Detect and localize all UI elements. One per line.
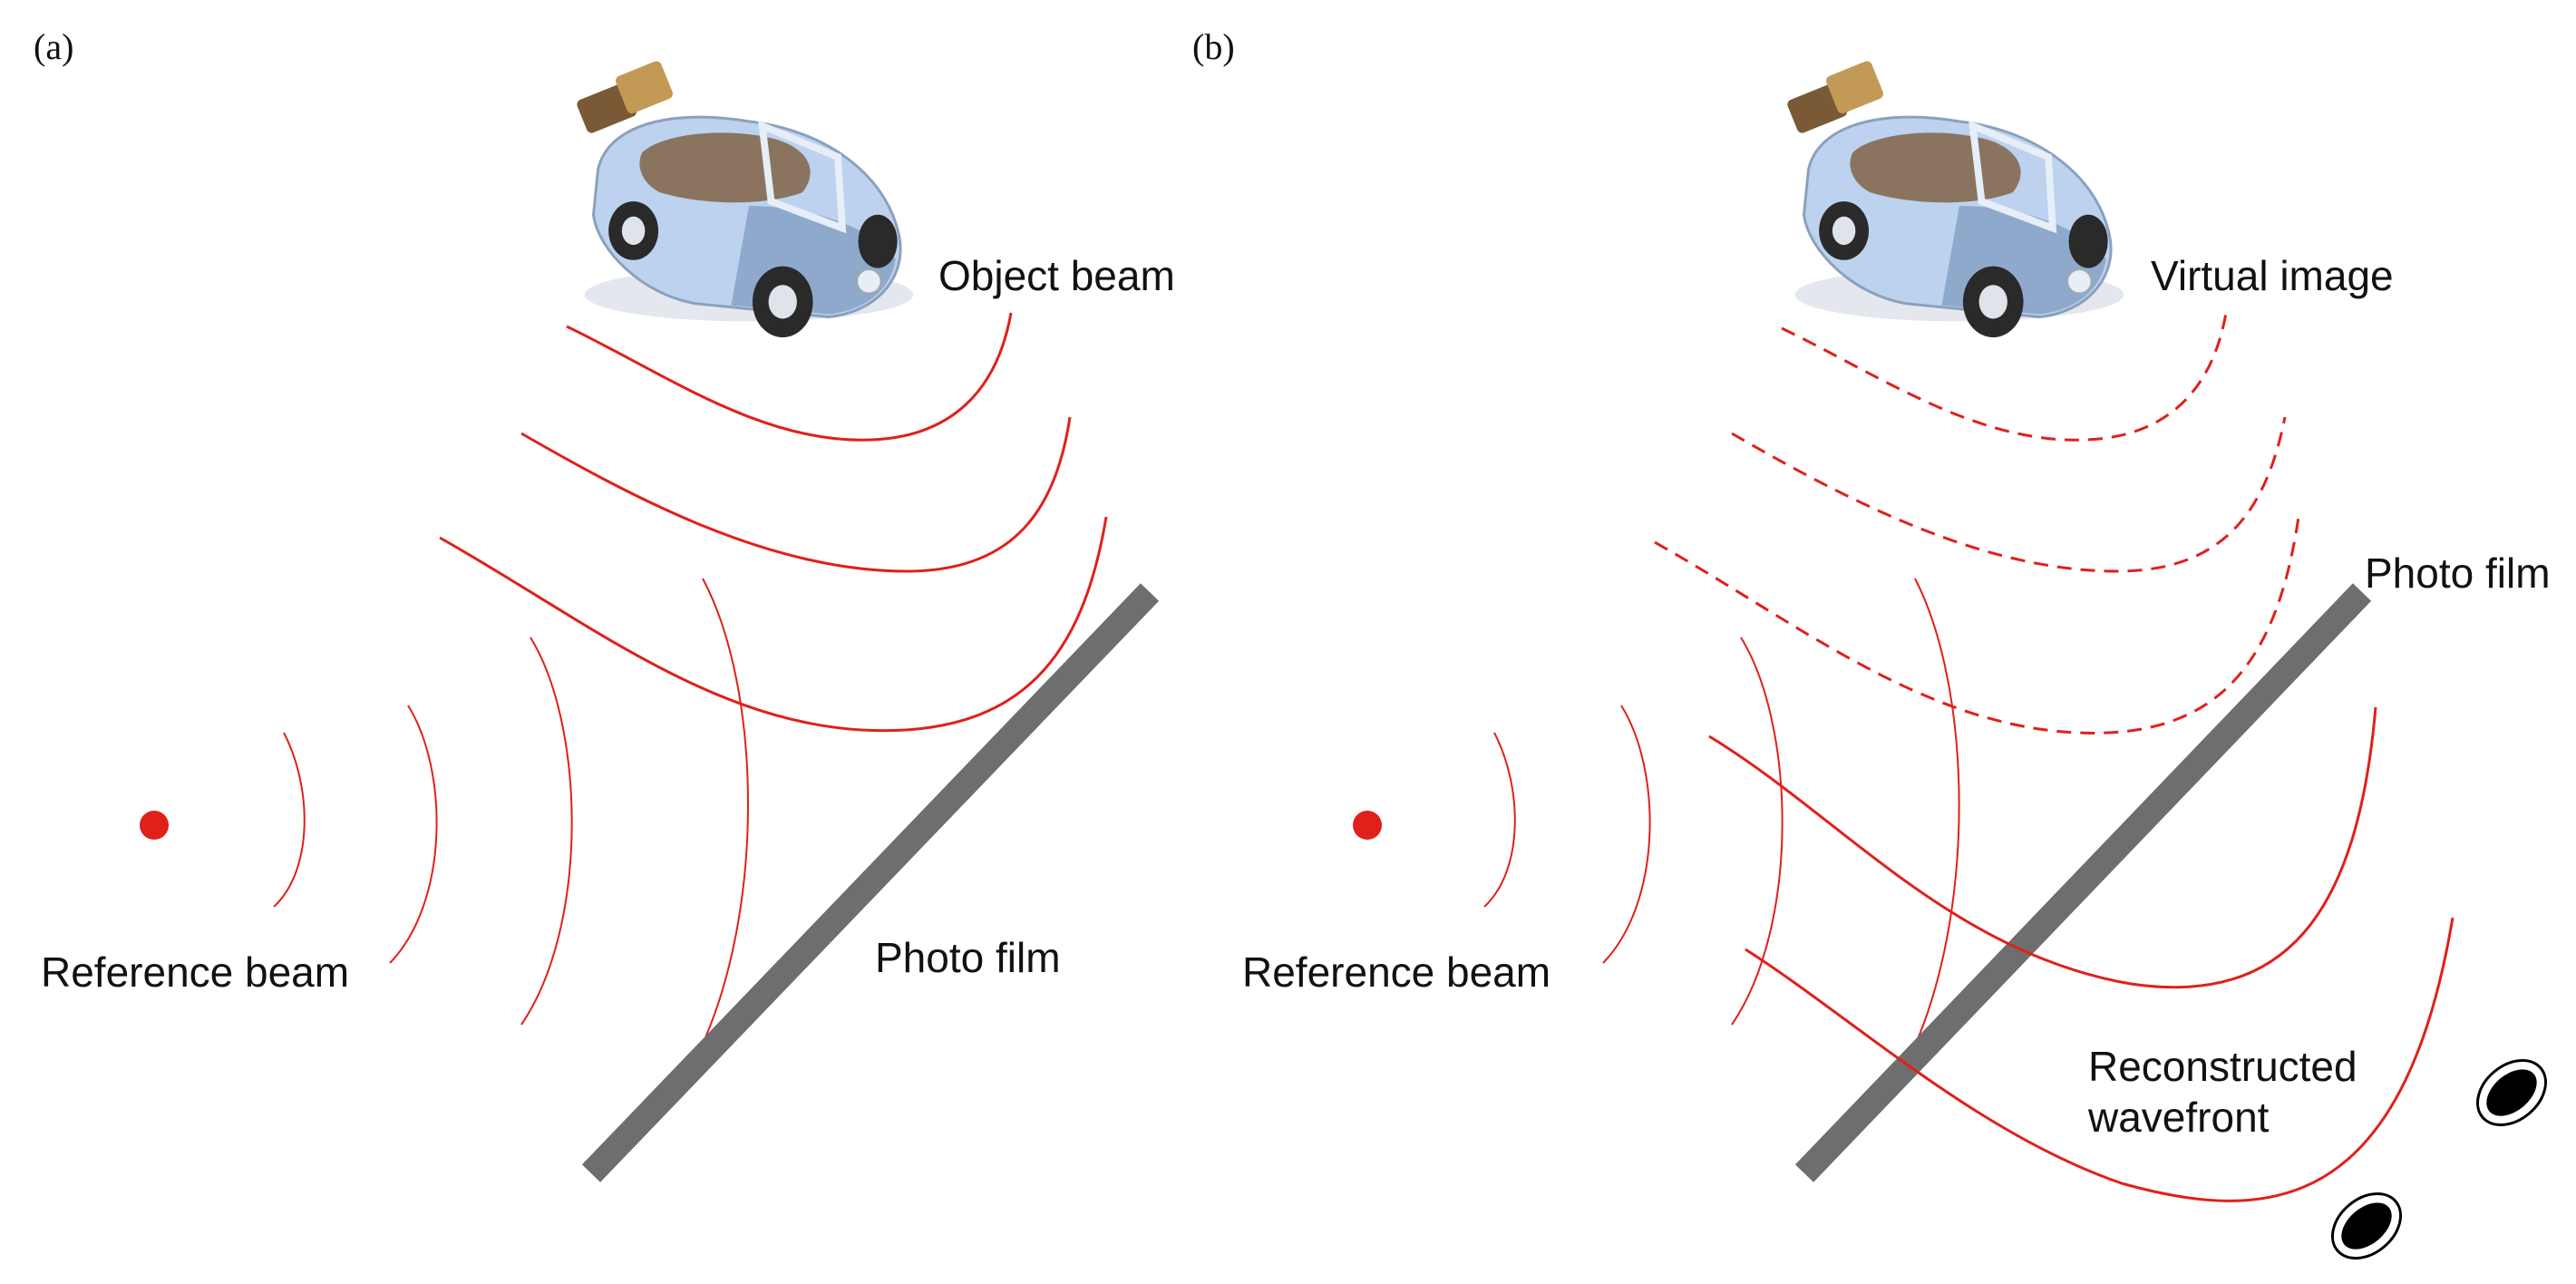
reference-wavefront	[697, 578, 749, 1055]
photo-film-label: Photo film	[875, 934, 1061, 981]
reconstructed-wavefront-label-line2: wavefront	[2087, 1094, 2270, 1141]
eye-icon	[2464, 1046, 2560, 1140]
reference-wavefront	[1731, 637, 1784, 1026]
reference-wavefront	[520, 637, 573, 1026]
object-beam-label: Object beam	[938, 252, 1175, 299]
reconstructed-wavefront-label-line1: Reconstructed	[2088, 1043, 2357, 1090]
point-source-icon	[140, 811, 169, 840]
virtual-wavefronts	[1654, 312, 2300, 734]
virtual-wavefront	[1654, 516, 2300, 734]
reference-wavefronts	[273, 578, 749, 1055]
convertible-car-icon	[1786, 60, 2124, 337]
virtual-image-label: Virtual image	[2151, 252, 2394, 299]
eye-icon	[2318, 1179, 2415, 1273]
reference-wavefronts	[1483, 578, 1960, 1055]
reference-wavefront	[273, 732, 306, 908]
object-wavefront	[566, 312, 1013, 442]
object-wavefront	[439, 516, 1108, 733]
reference-beam-label: Reference beam	[1242, 948, 1550, 996]
photo-film-label: Photo film	[2365, 550, 2551, 597]
reference-wavefront	[1910, 578, 1960, 1055]
reference-beam-label: Reference beam	[41, 948, 349, 996]
photo-film	[581, 583, 1160, 1182]
object-wavefront	[520, 416, 1072, 573]
reference-wavefront	[389, 705, 438, 964]
convertible-car-icon	[576, 60, 914, 337]
virtual-wavefront	[1731, 416, 2287, 573]
point-source-icon	[1353, 811, 1382, 840]
panel-b-label: (b)	[1192, 26, 1235, 67]
panel-a-label: (a)	[34, 26, 73, 67]
reconstructed-wavefront	[1745, 917, 2454, 1202]
virtual-wavefront	[1781, 312, 2228, 442]
reference-wavefront	[1602, 705, 1651, 964]
panel-a: (a) Object beam Reference beam Photo fil…	[34, 26, 1175, 1182]
object-wavefronts	[439, 312, 1108, 733]
reconstructed-wavefronts	[1708, 706, 2454, 1202]
reconstructed-wavefront	[1708, 706, 2377, 989]
panel-b: (b) Virtual image Photo film	[1192, 26, 2560, 1273]
reference-wavefront	[1483, 732, 1516, 908]
photo-film	[1794, 583, 2372, 1182]
